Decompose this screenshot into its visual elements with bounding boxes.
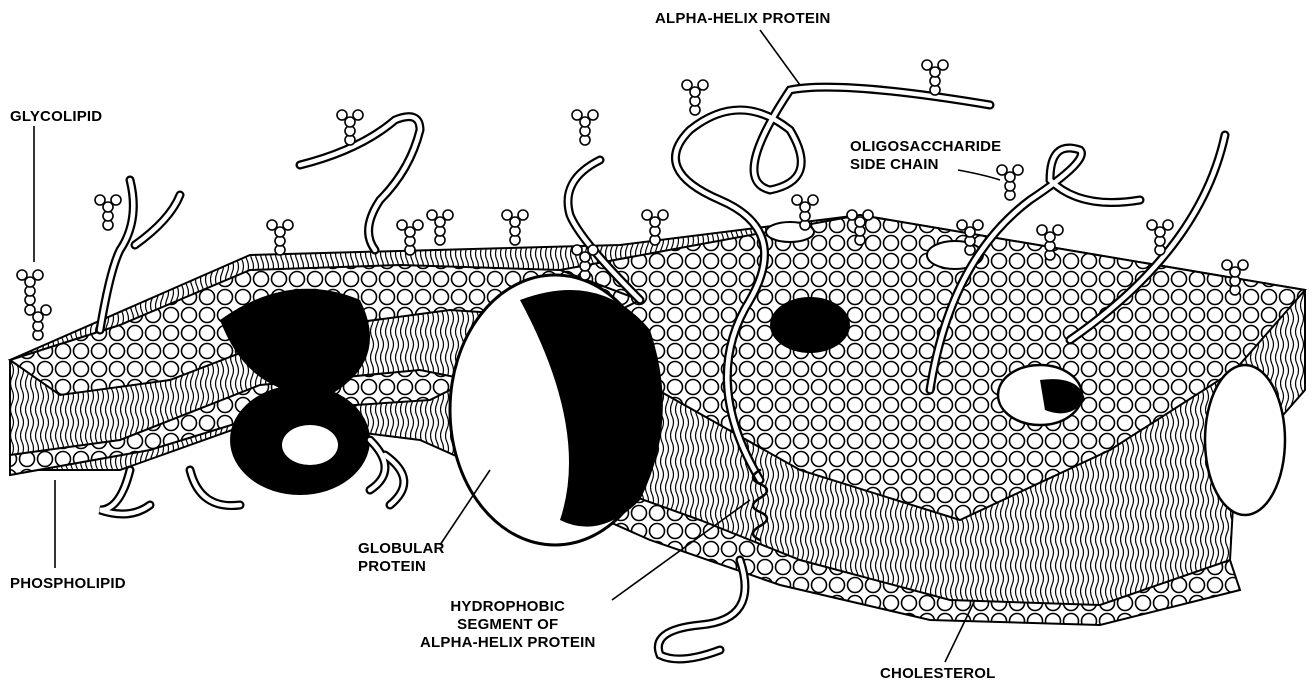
label-hydrophobic-line2: SEGMENT OF xyxy=(420,616,595,634)
label-phospholipid: PHOSPHOLIPID xyxy=(10,575,126,593)
label-hydrophobic-segment: HYDROPHOBIC SEGMENT OF ALPHA-HELIX PROTE… xyxy=(420,598,595,652)
label-hydrophobic-line1: HYDROPHOBIC xyxy=(420,598,595,616)
label-hydrophobic-line3: ALPHA-HELIX PROTEIN xyxy=(420,634,595,652)
label-cholesterol: CHOLESTEROL xyxy=(880,665,996,683)
label-globular-protein-line1: GLOBULAR xyxy=(358,540,445,558)
label-glycolipid: GLYCOLIPID xyxy=(10,108,102,126)
label-oligosaccharide-line1: OLIGOSACCHARIDE xyxy=(850,138,1001,156)
globular-protein-far-right xyxy=(1205,365,1285,515)
label-globular-protein-line2: PROTEIN xyxy=(358,558,445,576)
label-globular-protein: GLOBULAR PROTEIN xyxy=(358,540,445,576)
label-alpha-helix-protein: ALPHA-HELIX PROTEIN xyxy=(655,10,830,28)
label-oligosaccharide: OLIGOSACCHARIDE SIDE CHAIN xyxy=(850,138,1001,174)
label-oligosaccharide-line2: SIDE CHAIN xyxy=(850,156,1001,174)
